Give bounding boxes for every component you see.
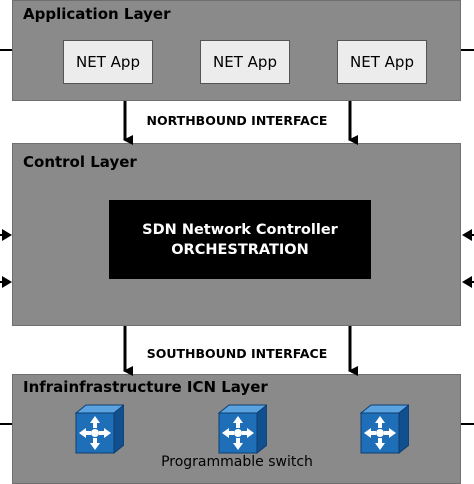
left-side-line [0, 234, 4, 236]
programmable-switch-caption: Programmable switch [161, 454, 313, 470]
controller-role: ORCHESTRATION [171, 241, 309, 258]
network-switch-icon [217, 404, 267, 455]
right-side-arrow [462, 229, 472, 241]
interface-arrows [123, 101, 358, 376]
right-side-line [461, 423, 474, 425]
controller-name: SDN Network Controller [142, 221, 338, 238]
right-side-line [470, 234, 474, 236]
application-layer-title: Application Layer [23, 5, 171, 23]
right-side-line [470, 281, 474, 283]
left-side-line [0, 49, 12, 51]
right-side-line [461, 49, 474, 51]
right-side-arrow [462, 276, 472, 288]
infrastructure-layer-title: Infrainfrastructure ICN Layer [23, 378, 268, 396]
left-side-arrow [2, 276, 12, 288]
net-app-box: NET App [200, 40, 290, 84]
southbound-interface-label: SOUTHBOUND INTERFACE [146, 346, 328, 361]
left-side-line [0, 423, 12, 425]
sdn-controller-box: SDN Network Controller ORCHESTRATION [109, 200, 371, 279]
northbound-interface-label: NORTHBOUND INTERFACE [146, 113, 328, 128]
network-switch-icon [74, 404, 124, 455]
net-app-box: NET App [63, 40, 153, 84]
control-layer: Control Layer SDN Network Controller ORC… [12, 143, 461, 326]
application-layer: Application Layer NET App NET App NET Ap… [12, 0, 461, 101]
net-app-box: NET App [337, 40, 427, 84]
left-side-arrow [2, 229, 12, 241]
network-switch-icon [359, 404, 409, 455]
control-layer-title: Control Layer [23, 153, 137, 171]
left-side-line [0, 281, 4, 283]
